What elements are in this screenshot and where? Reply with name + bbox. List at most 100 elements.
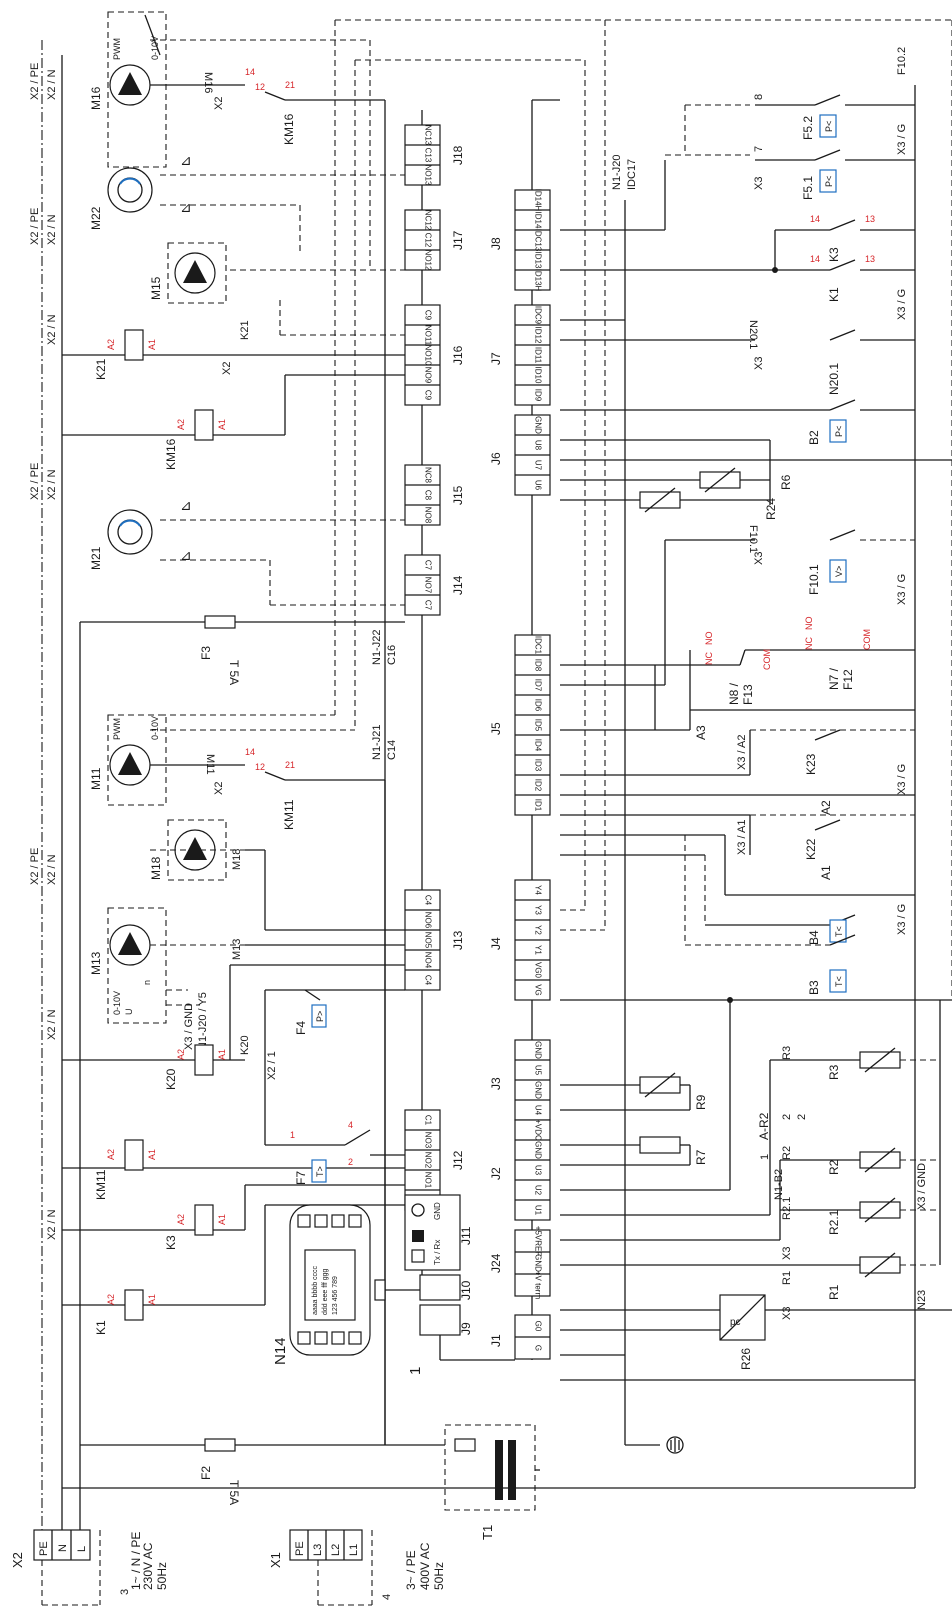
pin-j12-1: NO3 — [424, 1132, 433, 1149]
x2-pe: PE — [38, 1541, 50, 1556]
pin-j18-1: C13 — [424, 148, 433, 163]
c14: C14 — [386, 740, 398, 760]
svg-text:7: 7 — [753, 146, 765, 152]
pin-j4-2: Y2 — [534, 925, 543, 935]
pin-j16-2: NO10 — [424, 345, 433, 366]
x2-terminal-block: X2 PE N L 3 1~ / N / PE 230V AC 50Hz — [10, 1529, 169, 1606]
k20-label: K20 — [164, 1068, 178, 1090]
b3-label: B3 — [807, 980, 821, 995]
svg-text:GND: GND — [433, 1202, 442, 1220]
n1-input-terminals: ID14HID14IDC13ID13ID13HJ8IDC9ID12ID11ID1… — [489, 99, 560, 1360]
pin-j5-7: ID2 — [534, 779, 543, 792]
r26-label: R26 — [739, 1348, 753, 1370]
n1j20: N1-J20 — [611, 155, 623, 190]
pin-j6-1: U8 — [534, 440, 543, 451]
pin-j5-2: ID7 — [534, 679, 543, 692]
svg-text:X3: X3 — [753, 357, 765, 370]
x2n-a: X2 / N — [46, 69, 58, 100]
svg-text:R2.1: R2.1 — [781, 1197, 793, 1220]
svg-text:2: 2 — [348, 1157, 353, 1167]
pin-j14-1: NO7 — [424, 577, 433, 594]
j9-block — [419, 1304, 461, 1336]
m13-010v: 0-10V — [112, 991, 122, 1015]
mixer-m22: M22 ⊿ ⊿ — [89, 152, 192, 230]
b4-label: B4 — [807, 930, 821, 945]
label-j3: J3 — [489, 1077, 503, 1090]
pin-j13-2: NO5 — [424, 932, 433, 949]
pin-j18-0: NC13 — [424, 125, 433, 146]
coil-k20: K20 K20 — [62, 1035, 251, 1090]
x2-l: L — [76, 1546, 88, 1552]
n1b2-label: N1-B2 — [773, 1169, 785, 1200]
n7f12-2: F12 — [841, 669, 855, 690]
x3g-5: X3 / G — [896, 904, 908, 935]
f10-1-label: F10.1 — [807, 564, 821, 595]
pin-j5-0: IDC1 — [534, 636, 543, 655]
pin-j6-3: U6 — [534, 480, 543, 491]
label-j2: J2 — [489, 1167, 503, 1180]
svg-text:21: 21 — [285, 80, 295, 90]
pin-j3-2: GND — [534, 1081, 543, 1099]
f2-label: F2 — [199, 1466, 213, 1480]
n20-1-rev: N20.1 — [747, 320, 759, 349]
k3-label: K3 — [164, 1235, 178, 1250]
km16-x2: X2 — [213, 97, 225, 110]
x1-label: X1 — [268, 1552, 283, 1568]
pin-j8-1: ID14 — [534, 212, 543, 229]
r9-label: R9 — [694, 1094, 708, 1110]
fuses: F3 T 5A F2 T 5A — [79, 615, 405, 1505]
svg-text:13: 13 — [865, 214, 875, 224]
pin-j12-0: C1 — [424, 1115, 433, 1126]
r24-label: R24 — [764, 498, 778, 520]
pin-j2-0: +VDC — [534, 1119, 543, 1141]
j10-label: J10 — [459, 1280, 473, 1300]
n14-screen — [304, 1249, 356, 1321]
pump-m16: PWM 0-10V M16 M16 — [89, 11, 214, 168]
pump-m16-triangle — [118, 72, 142, 95]
relay-coils: K21 K21 X2 KM16 K20 K20 KM11 — [62, 320, 405, 1335]
ar2-label: A-R2 — [757, 1112, 771, 1140]
pin-j2-4: U1 — [534, 1205, 543, 1216]
svg-text:A1: A1 — [217, 1049, 227, 1060]
svg-text:2: 2 — [781, 1114, 793, 1120]
n1j21: N1-J21 — [371, 725, 383, 760]
pin-j7-2: ID11 — [534, 347, 543, 364]
pin-j1-1: G — [534, 1345, 543, 1351]
svg-text:A1: A1 — [147, 339, 157, 350]
k1-label: K1 — [94, 1320, 108, 1335]
x2-n: N — [57, 1544, 69, 1552]
pin-j13-4: C4 — [424, 975, 433, 986]
pump-m13: 0-10V U n M13 M13 X3 / GND N1-J20 / Y5 — [89, 907, 243, 1050]
m18-label: M18 — [149, 856, 163, 880]
svg-text:4: 4 — [348, 1120, 353, 1130]
pin-j4-1: Y3 — [534, 905, 543, 915]
pin-j24-2: +V term — [534, 1271, 543, 1300]
svg-text:A2: A2 — [176, 419, 186, 430]
n7f12-1: N7 / — [827, 667, 841, 690]
pin-j12-2: NO2 — [424, 1152, 433, 1169]
x2-label: X2 — [10, 1552, 25, 1568]
pin-j6-0: GND — [534, 416, 543, 434]
pin-j7-4: ID9 — [534, 389, 543, 402]
f5-1-label: F5.1 — [801, 176, 815, 200]
display-n14: aaaa bbbb cccc ddd eee fff ggg 123 456 7… — [272, 1204, 420, 1365]
k21-label: K21 — [94, 358, 108, 380]
x3g-2: X3 / G — [896, 289, 908, 320]
motors: PWM 0-10V M16 M16 M22 ⊿ ⊿ M15 M21 — [89, 11, 243, 1050]
pin-j15-1: C8 — [424, 490, 433, 501]
svg-text:A1: A1 — [217, 419, 227, 430]
sensor-r7 — [639, 1136, 681, 1154]
m18-term-label: M18 — [231, 849, 243, 870]
valve-icon-2: ⊿ — [180, 199, 192, 215]
svg-text:F10.1: F10.1 — [747, 525, 759, 553]
bus-tap-labels: X2 / PE X2 / N X2 / PE X2 / N X2 / N X2 … — [29, 63, 58, 1240]
a2-label: A2 — [819, 800, 833, 815]
pin-j12-3: NO1 — [424, 1172, 433, 1189]
pin-j4-3: Y1 — [534, 945, 543, 955]
x1-l3: L3 — [312, 1544, 324, 1556]
label-j18: J18 — [451, 145, 465, 165]
